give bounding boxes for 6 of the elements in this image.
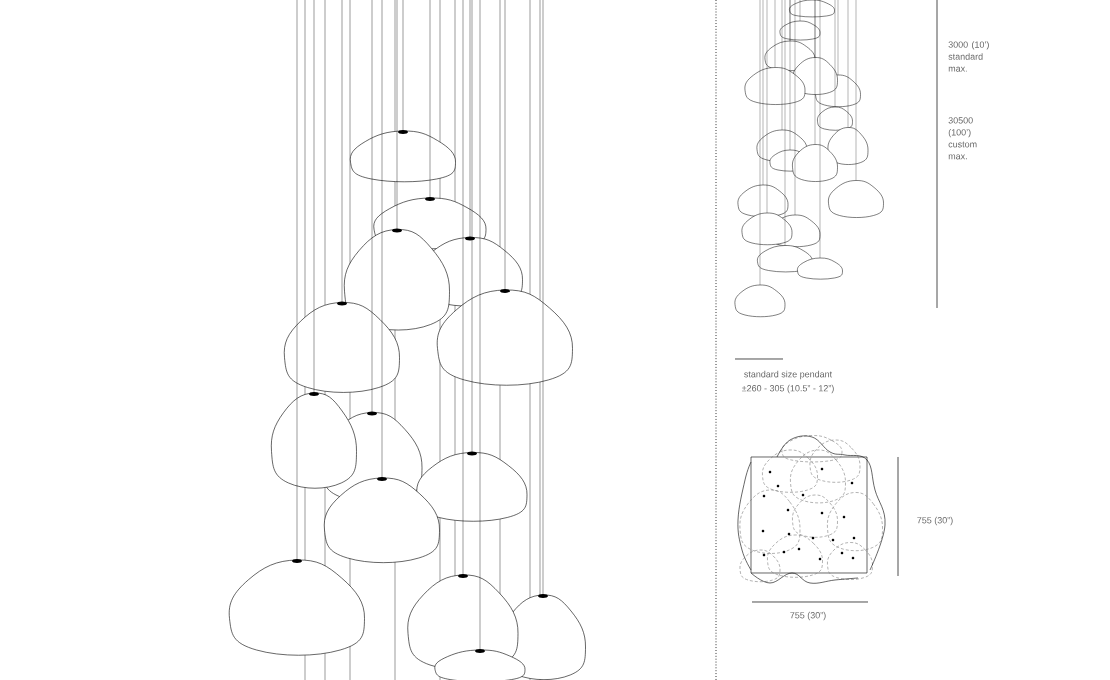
dimension-label: ±260 - 305 (10.5” - 12”) — [741, 384, 834, 394]
dimension-label: 3000 (10’) standard max. — [948, 41, 989, 72]
note-label: standard size pendant — [744, 370, 833, 380]
dimension-label: 30500 (100’) custom max. — [948, 117, 977, 160]
dimension-label: 755 (30”) — [790, 611, 826, 621]
dimension-label: 755 (30”) — [917, 516, 953, 526]
